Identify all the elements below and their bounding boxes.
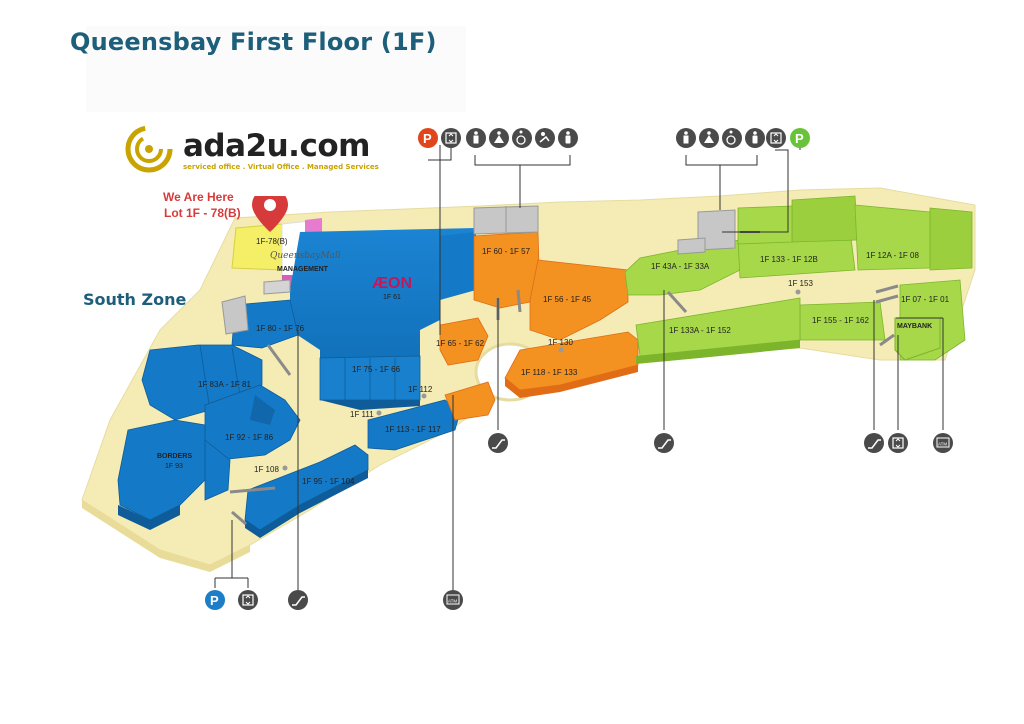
store-block-1f133-1f12b[interactable] <box>737 195 859 279</box>
label-1f113-1f117: 1F 113 - 1F 117 <box>385 425 441 434</box>
store-block-1f83a-1f81[interactable] <box>141 344 263 421</box>
store-block-1f60-1f57[interactable] <box>473 231 541 309</box>
store-block-1f65-1f62[interactable] <box>439 317 489 366</box>
label-queensbay-mall: QueensbayMall <box>270 251 341 261</box>
icon-parking-blue: P <box>205 590 225 610</box>
lift-icon <box>238 590 258 610</box>
label-1f75-1f66: 1F 75 - 1F 66 <box>352 365 401 374</box>
label-borders-unit: 1F 93 <box>165 463 183 470</box>
svg-text:ATM: ATM <box>448 599 457 604</box>
label-1f95-1f104: 1F 95 - 1F 104 <box>302 477 355 486</box>
brand-tagline: serviced office . Virtual Office . Manag… <box>183 163 379 171</box>
service-block-left <box>221 279 291 335</box>
lift-icon <box>441 128 461 148</box>
accessible-toilet-icon <box>722 128 742 148</box>
prayer-room-icon <box>745 128 765 148</box>
label-1f65-1f62: 1F 65 - 1F 62 <box>436 339 485 348</box>
kiosk-dots <box>282 289 801 471</box>
lift-icon <box>888 433 908 453</box>
toilet-male-icon <box>676 128 696 148</box>
svg-text:ATM: ATM <box>938 442 947 447</box>
connector-lines <box>214 145 944 590</box>
store-block-1f113-1f117[interactable] <box>367 399 461 451</box>
store-block-1f80-1f76[interactable] <box>231 299 299 349</box>
label-1f56-1f45: 1F 56 - 1F 45 <box>543 295 592 304</box>
label-1f43a-1f33a: 1F 43A - 1F 33A <box>651 262 710 271</box>
svg-text:P: P <box>423 131 432 146</box>
label-1f111: 1F 111 <box>350 410 374 419</box>
icon-parking-red: P <box>418 128 438 148</box>
label-1f12a-1f08: 1F 12A - 1F 08 <box>866 251 919 260</box>
svg-text:P: P <box>210 593 219 608</box>
service-block-lifts-right <box>677 209 736 255</box>
label-1f130: 1F 130 <box>548 338 573 347</box>
lift-icon <box>766 128 786 148</box>
store-block-1f95-1f104[interactable] <box>244 444 369 538</box>
label-1f108: 1F 108 <box>254 465 279 474</box>
header-panel <box>86 26 466 112</box>
label-1f112: 1F 112 <box>408 385 433 394</box>
baby-room-icon <box>535 128 555 148</box>
page-title: Queensbay First Floor (1F) <box>70 28 437 56</box>
label-maybank: MAYBANK <box>897 323 932 330</box>
label-1f155-1f162: 1F 155 - 1F 162 <box>812 316 869 325</box>
label-1f153: 1F 153 <box>788 279 813 288</box>
label-management: MANAGEMENT <box>277 266 329 273</box>
label-1f118-1f133: 1F 118 - 1F 133 <box>521 368 578 377</box>
label-1f133-1f12b: 1F 133 - 1F 12B <box>760 255 818 264</box>
zone-label: South Zone <box>83 290 187 309</box>
label-aeon: ÆON <box>372 275 412 292</box>
escalator-icon <box>288 590 308 610</box>
ada2u-swirl-logo-icon <box>125 125 173 173</box>
brand-name: ada2u.com <box>183 128 370 164</box>
escalator-icon <box>488 433 508 453</box>
atm-icon: ATM <box>933 433 953 453</box>
escalator-icon <box>864 433 884 453</box>
lot-1f-78b[interactable] <box>231 223 283 271</box>
label-aeon-unit: 1F 61 <box>383 294 401 301</box>
we-are-here-label: We Are Here <box>163 190 234 204</box>
store-block-1f118-1f133[interactable] <box>504 331 639 398</box>
toilet-male-icon <box>466 128 486 148</box>
accessible-toilet-icon <box>512 128 532 148</box>
label-1f83a-1f81: 1F 83A - 1F 81 <box>198 380 251 389</box>
escalators <box>229 231 899 526</box>
toilet-female-icon <box>699 128 719 148</box>
prayer-room-icon <box>558 128 578 148</box>
store-block-1f133a-1f152[interactable] <box>635 297 801 364</box>
label-1f92-1f86: 1F 92 - 1F 86 <box>225 433 274 442</box>
store-block-1f12a-1f08[interactable] <box>854 204 973 271</box>
label-borders: BORDERS <box>157 453 192 460</box>
service-block-lifts-center <box>473 205 539 235</box>
label-1f133a-1f152: 1F 133A - 1F 152 <box>669 326 731 335</box>
label-1f-78b: 1F-78(B) <box>256 237 288 246</box>
borders-store[interactable] <box>117 419 231 530</box>
label-1f80-1f76: 1F 80 - 1F 76 <box>256 324 305 333</box>
lot-number-label: Lot 1F - 78(B) <box>164 206 241 220</box>
label-1f60-1f57: 1F 60 - 1F 57 <box>482 247 531 256</box>
escalator-icon <box>654 433 674 453</box>
label-1f07-1f01: 1F 07 - 1F 01 <box>901 295 950 304</box>
icon-parking-green: P <box>790 128 810 148</box>
atm-icon: ATM <box>443 590 463 610</box>
toilet-female-icon <box>489 128 509 148</box>
location-pin-icon <box>252 188 288 232</box>
svg-text:P: P <box>795 131 804 146</box>
aeon-store[interactable] <box>290 228 476 410</box>
